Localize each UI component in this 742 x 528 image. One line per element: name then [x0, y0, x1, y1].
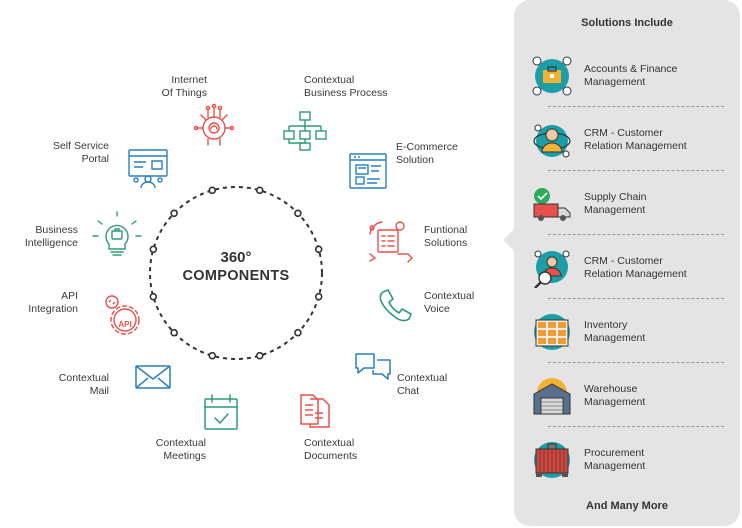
label-funtional-solutions: Funtional Solutions — [424, 224, 468, 249]
separator — [548, 234, 724, 235]
supply-chain-icon — [533, 188, 571, 221]
phone-icon — [379, 289, 412, 322]
solution-item-accounts-finance: Accounts & Finance Management — [532, 52, 722, 100]
crm-search-icon — [534, 250, 570, 288]
procurement-icon — [534, 442, 570, 478]
center-title-line2: COMPONENTS — [182, 268, 290, 284]
label-contextual-documents: Contextual Documents — [304, 437, 358, 462]
solution-item-crm: CRM - Customer Relation Management — [532, 116, 722, 164]
solution-item-inventory: Inventory Management — [532, 308, 722, 356]
ring-node — [294, 328, 302, 337]
inventory-icon — [534, 314, 570, 350]
label-internet-of-things: Internet Of Things — [161, 74, 207, 99]
label-contextual-mail: Contextual Mail — [58, 372, 109, 397]
ring-node — [208, 351, 217, 360]
solution-label: CRM - Customer Relation Management — [584, 127, 687, 152]
panel-title: Solutions Include — [581, 17, 673, 29]
solution-label: Accounts & Finance Management — [584, 63, 678, 88]
solution-item-supply-chain: Supply Chain Management — [532, 180, 722, 228]
label-api-integration: API Integration — [28, 290, 78, 315]
ring-node — [294, 209, 302, 218]
separator — [548, 170, 724, 171]
crm-icon — [533, 124, 571, 158]
ring-node — [170, 328, 178, 337]
ring-node — [255, 186, 264, 195]
api-integration-icon — [105, 295, 140, 335]
business-process-icon — [283, 111, 327, 151]
solution-item-crm-search: CRM - Customer Relation Management — [532, 244, 722, 292]
center-title: 360° COMPONENTS — [176, 248, 296, 286]
iot-icon — [193, 103, 235, 146]
functional-solutions-icon — [369, 221, 413, 263]
solution-label: Procurement Management — [584, 447, 646, 472]
documents-icon — [300, 394, 330, 428]
label-ecommerce-solution: E-Commerce Solution — [396, 141, 458, 166]
ring-node — [255, 351, 264, 360]
ring-nodes — [149, 186, 323, 360]
self-service-portal-icon — [128, 149, 168, 189]
warehouse-icon — [533, 378, 571, 415]
chat-icon — [355, 353, 391, 380]
finance-icon — [532, 56, 572, 96]
business-intelligence-icon — [92, 211, 142, 256]
solution-label: CRM - Customer Relation Management — [584, 255, 687, 280]
panel-footer: And Many More — [586, 500, 668, 512]
ring-node — [149, 292, 158, 301]
panel-pointer — [503, 228, 515, 252]
components-ring — [149, 186, 323, 360]
solution-label: Warehouse Management — [584, 383, 646, 408]
solution-item-procurement: Procurement Management — [532, 436, 722, 484]
separator — [548, 106, 724, 107]
separator — [548, 298, 724, 299]
separator — [548, 362, 724, 363]
solutions-panel: Solutions Include Accounts & Finance Man… — [514, 0, 740, 526]
calendar-icon — [204, 394, 238, 430]
api-badge: API — [118, 320, 131, 329]
label-contextual-business-process: Contextual Business Process — [304, 74, 388, 99]
mail-icon — [135, 365, 171, 389]
label-self-service-portal: Self Service Portal — [52, 140, 109, 165]
label-contextual-chat: Contextual Chat — [397, 372, 448, 397]
ring-node — [170, 209, 178, 218]
ring-node — [314, 292, 323, 301]
ecommerce-icon — [349, 153, 387, 189]
ring-node — [149, 245, 158, 254]
separator — [548, 426, 724, 427]
ring-node — [208, 186, 217, 195]
label-business-intelligence: Business Intelligence — [24, 224, 78, 249]
label-contextual-meetings: Contextual Meetings — [155, 437, 206, 462]
label-contextual-voice: Contextual Voice — [424, 290, 475, 315]
center-title-line1: 360° — [220, 249, 252, 266]
ring-node — [314, 245, 323, 254]
solution-label: Inventory Management — [584, 319, 646, 344]
solution-item-warehouse: Warehouse Management — [532, 372, 722, 420]
solution-label: Supply Chain Management — [584, 191, 647, 216]
